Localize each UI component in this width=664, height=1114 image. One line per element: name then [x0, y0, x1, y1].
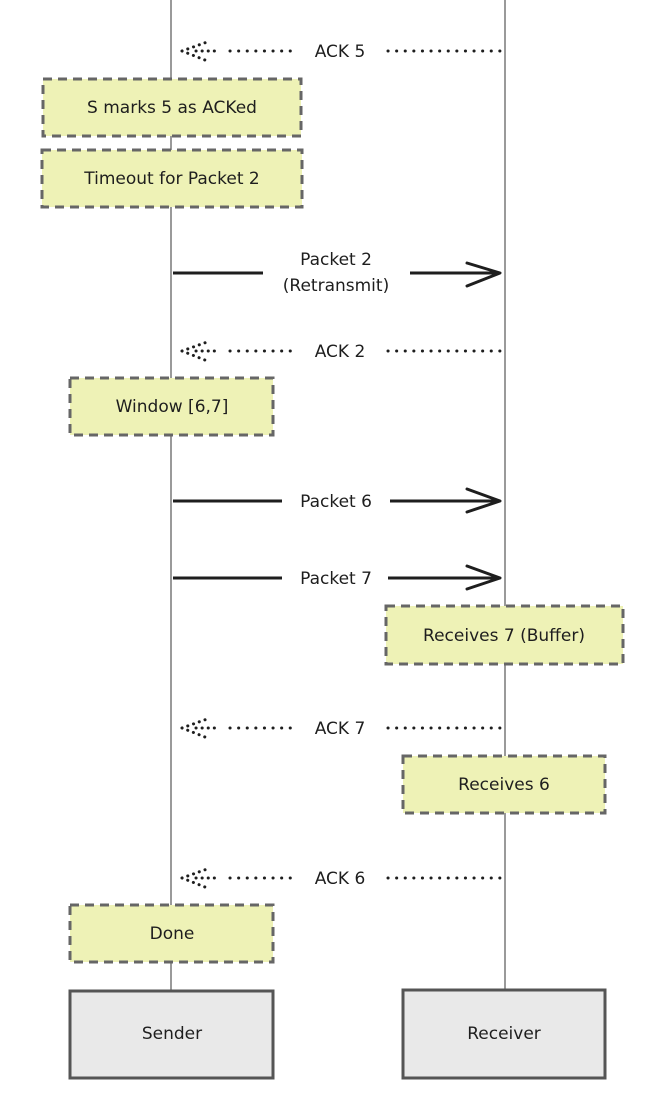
message-ack2: ACK 2 — [180, 339, 505, 364]
arrowhead-icon — [465, 564, 502, 591]
message-label: Packet 6 — [300, 492, 372, 512]
message-label-line2: (Retransmit) — [283, 276, 389, 296]
message-label: ACK 6 — [315, 869, 366, 889]
message-ack6: ACK 6 — [180, 866, 505, 891]
dotted-arrowhead-icon — [180, 716, 220, 741]
message-ack5: ACK 5 — [180, 39, 505, 64]
note-marks5: S marks 5 as ACKed — [41, 77, 303, 138]
note-text: Timeout for Packet 2 — [83, 169, 259, 189]
message-pkt7: Packet 7 — [173, 564, 502, 591]
dotted-arrowhead-icon — [180, 39, 220, 64]
arrowhead-icon — [465, 487, 502, 514]
note-text: Window [6,7] — [116, 397, 229, 417]
dotted-arrowhead-icon — [180, 866, 220, 891]
actor-label: Receiver — [467, 1024, 541, 1044]
actor-sender: Sender — [68, 989, 275, 1080]
message-pkt6: Packet 6 — [173, 487, 502, 514]
note-recv6: Receives 6 — [401, 754, 607, 815]
arrowhead-icon — [465, 261, 502, 288]
note-text: Done — [150, 924, 195, 944]
note-text: Receives 7 (Buffer) — [423, 626, 585, 646]
actor-label: Sender — [142, 1024, 202, 1044]
message-pkt2: Packet 2 (Retransmit) — [173, 250, 502, 296]
note-text: S marks 5 as ACKed — [87, 98, 257, 118]
note-done: Done — [68, 903, 275, 964]
message-label: ACK 2 — [315, 342, 366, 362]
message-label: ACK 7 — [315, 719, 366, 739]
note-window: Window [6,7] — [68, 376, 275, 437]
message-label-line1: Packet 2 — [300, 250, 372, 270]
note-recv7: Receives 7 (Buffer) — [384, 604, 625, 666]
note-timeout2: Timeout for Packet 2 — [40, 148, 304, 209]
message-label: ACK 5 — [315, 42, 366, 62]
note-text: Receives 6 — [458, 775, 550, 795]
message-ack7: ACK 7 — [180, 716, 505, 741]
dotted-arrowhead-icon — [180, 339, 220, 364]
message-label: Packet 7 — [300, 569, 372, 589]
actor-receiver: Receiver — [401, 988, 607, 1080]
